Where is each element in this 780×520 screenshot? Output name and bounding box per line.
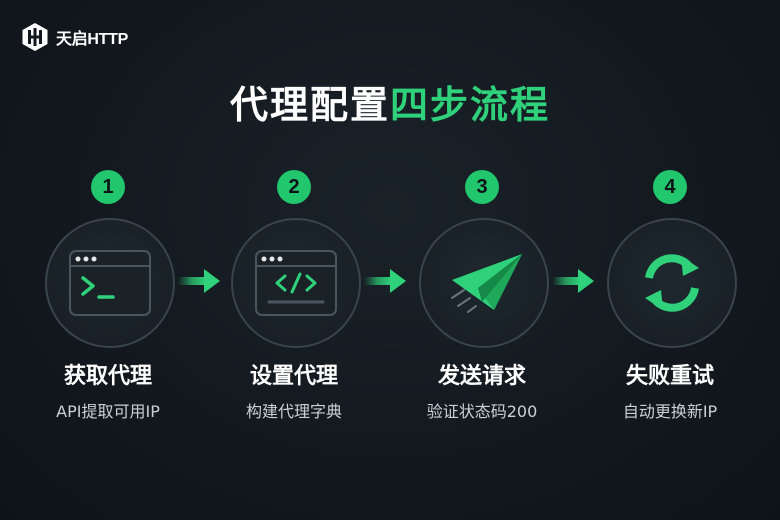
page-title: 代理配置四步流程 bbox=[0, 74, 780, 129]
step-2-title: 设置代理 bbox=[249, 364, 338, 389]
arrow-right-icon bbox=[552, 269, 594, 293]
code-window-icon bbox=[255, 250, 337, 316]
step-4-desc: 自动更换新IP bbox=[622, 402, 718, 421]
title-part2: 四步流程 bbox=[390, 83, 551, 127]
step-1-icon-circle bbox=[45, 218, 175, 348]
step-4-icon-circle bbox=[607, 218, 737, 348]
step-3-icon-circle bbox=[419, 218, 549, 348]
arrow-right-icon bbox=[178, 269, 220, 293]
brand: 天启HTTP bbox=[20, 22, 128, 52]
step-4-title: 失败重试 bbox=[625, 364, 714, 389]
terminal-window-icon bbox=[69, 250, 151, 316]
step-4-number-badge: 4 bbox=[653, 170, 687, 204]
step-3-title: 发送请求 bbox=[437, 364, 526, 389]
brand-name: 天启HTTP bbox=[56, 31, 128, 48]
paper-plane-icon bbox=[451, 254, 522, 313]
step-1-number-badge: 1 bbox=[91, 170, 125, 204]
step-2-number-badge: 2 bbox=[277, 170, 311, 204]
step-2-desc: 构建代理字典 bbox=[245, 402, 342, 421]
step-2-icon-circle bbox=[231, 218, 361, 348]
step-1-title: 获取代理 bbox=[63, 364, 152, 389]
step-3-number-badge: 3 bbox=[465, 170, 499, 204]
refresh-icon bbox=[645, 254, 699, 312]
title-part1: 代理配置 bbox=[229, 83, 390, 127]
brand-logo-icon bbox=[22, 23, 48, 51]
step-1-desc: API提取可用IP bbox=[56, 402, 160, 421]
arrow-right-icon bbox=[364, 269, 406, 293]
step-3-desc: 验证状态码200 bbox=[426, 402, 538, 421]
